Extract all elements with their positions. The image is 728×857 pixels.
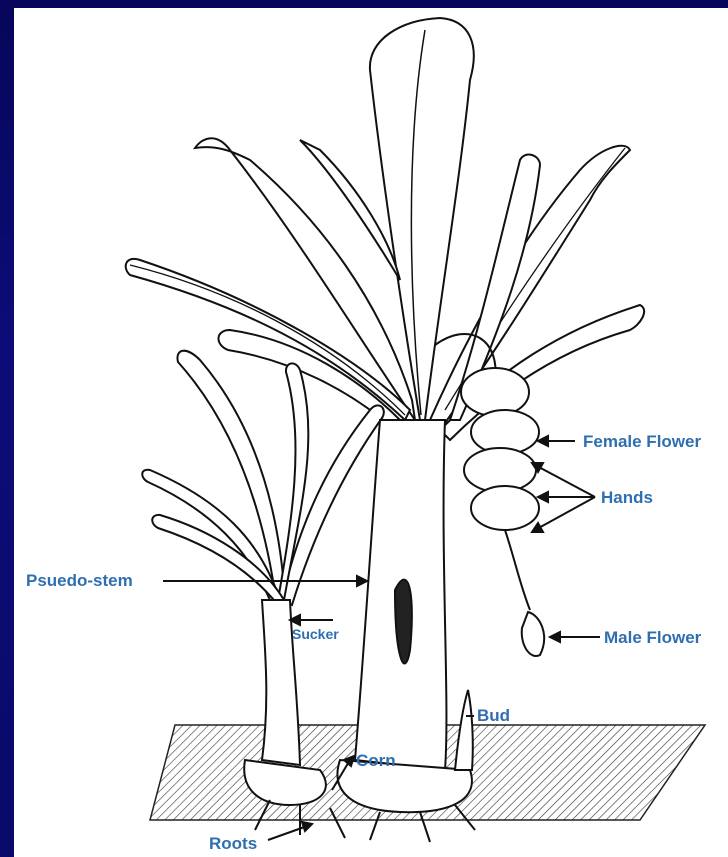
corn-label: Corn (356, 752, 396, 769)
pseudo-stem-label: Psuedo-stem (26, 572, 133, 589)
male-flower-label: Male Flower (604, 629, 701, 646)
hands-label: Hands (601, 489, 653, 506)
sucker-label: Sucker (292, 627, 339, 641)
bud-label: Bud (477, 707, 510, 724)
roots-label: Roots (209, 835, 257, 852)
female-flower-label: Female Flower (583, 433, 701, 450)
